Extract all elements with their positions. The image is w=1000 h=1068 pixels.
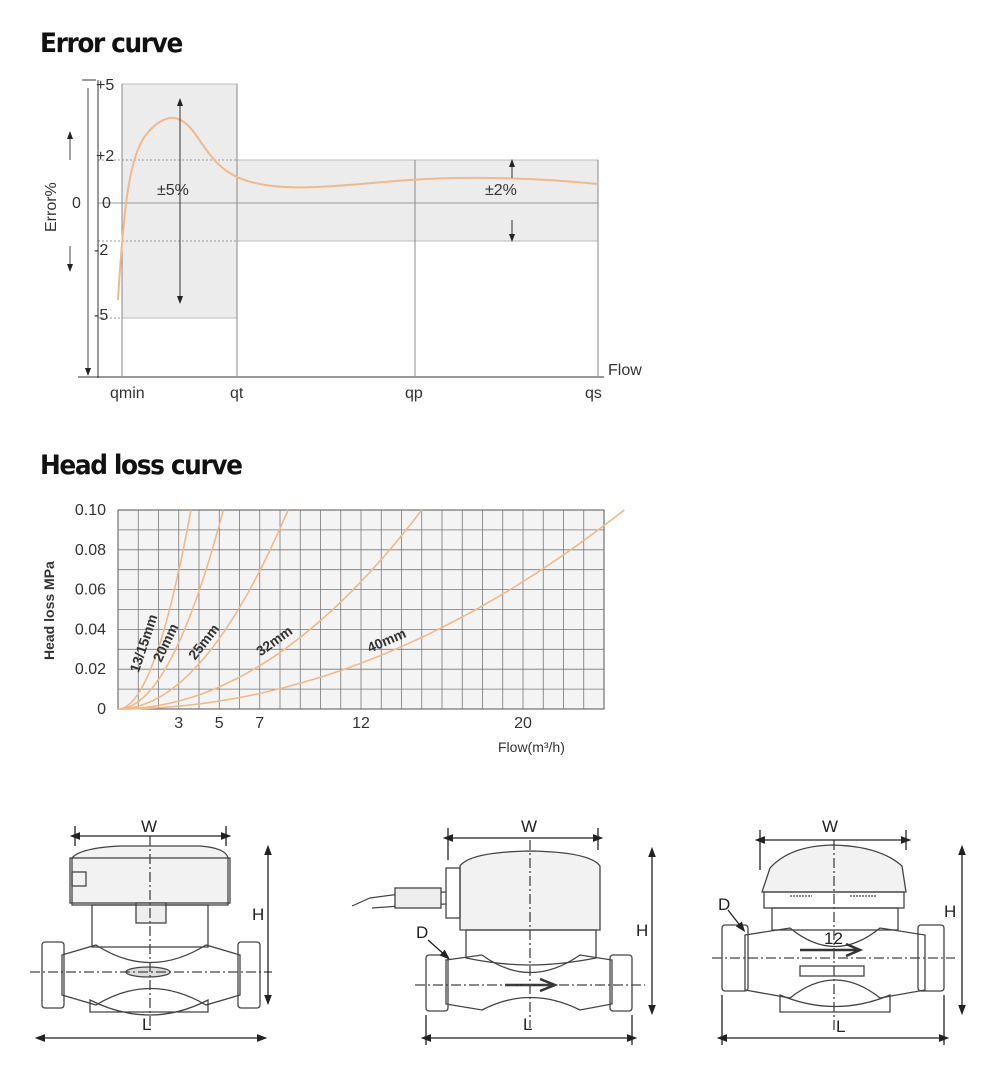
drawing1-height-label: H [252,905,264,924]
x-tick-qs: qs [585,385,602,402]
drawing1-length-label: L [142,1015,151,1034]
drawing2-height-label: H [636,921,648,940]
y-tick-label: 0 [97,701,106,718]
y-tick-label: 0.04 [75,621,106,638]
x-tick-label: 20 [514,715,532,732]
error-x-axis-label: Flow [608,362,642,379]
head-loss-y-ticks: 0 0.02 0.04 0.06 0.08 0.10 [75,502,106,718]
x-tick-label: 7 [255,715,264,732]
x-tick-label: 12 [352,715,370,732]
x-tick-qt: qt [230,385,244,402]
drawing2-diameter-label: D [416,923,428,942]
error-band-high-flow [236,159,599,242]
head-loss-x-ticks: 3 5 7 12 20 [174,715,532,732]
y-tick-label: 0.02 [75,661,106,678]
head-loss-series-3 [117,509,423,710]
drawing1-width-label: W [141,817,157,836]
y-tick-label: 0.08 [75,542,106,559]
head-loss-series-0 [117,509,192,710]
meter-drawing-2 [351,828,656,1045]
y-tick-label: 0.06 [75,582,106,599]
drawing3-width-label: W [822,817,838,836]
y-tick-label: 0.10 [75,502,106,519]
y-tick-plus2: +2 [96,148,114,165]
y-zero-left: 0 [72,195,81,212]
error-ylabel: Error% [43,182,60,232]
error-curve-title: Error curve [40,28,183,59]
head-loss-grid [118,510,604,709]
head-loss-curve-title: Head loss curve [40,450,243,481]
head-loss-ylabel: Head loss MPa [41,561,57,660]
meter-drawing-1 [30,826,272,1042]
y-tick-minus2: -2 [94,242,108,259]
y-tick-plus5: +5 [96,77,114,94]
drawing3-diameter-label: D [718,895,730,914]
band-lower-label: ±5% [157,182,189,199]
x-tick-label: 5 [215,715,224,732]
band-upper-label: ±2% [485,182,517,199]
x-tick-qp: qp [405,385,423,402]
error-curve: +5 +2 0 -2 -5 0 Error% ±5% ±2% qmin qt q… [43,77,642,402]
head-loss-series-1 [117,509,225,710]
x-tick-qmin: qmin [110,385,145,402]
error-curve-line [117,116,599,301]
y-tick-minus5: -5 [94,307,108,324]
drawing2-width-label: W [521,817,537,836]
drawing3-height-label: H [944,902,956,921]
drawing3-flow-mark: 12 [824,929,843,948]
y-tick-0: 0 [102,195,111,212]
head-loss-series-4 [117,509,625,710]
head-loss-xlabel: Flow(m³/h) [498,739,565,755]
x-tick-label: 3 [174,715,183,732]
head-loss-series-2 [117,509,289,710]
drawing2-length-label: L [523,1015,532,1034]
drawing3-length-label: L [836,1017,845,1036]
meter-drawing-3 [712,830,966,1045]
